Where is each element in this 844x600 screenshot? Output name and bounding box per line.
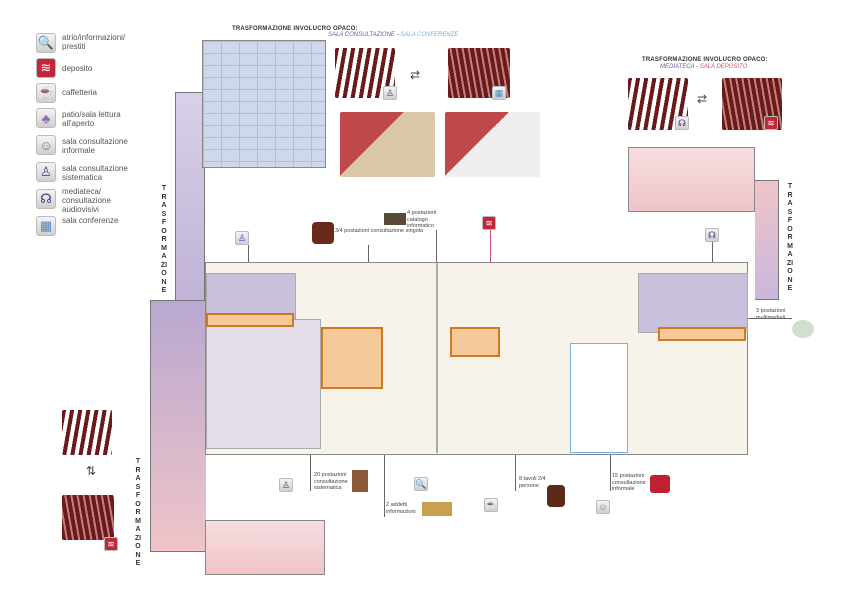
- cafeteria-service: [450, 327, 500, 357]
- legend-label: caffetteria: [62, 88, 97, 97]
- transform-band-bottom-left: [150, 300, 206, 552]
- sep: -: [694, 64, 700, 70]
- info-desk-photo: [422, 502, 452, 516]
- study-booths: [206, 313, 294, 327]
- conference-room-plan: [202, 40, 326, 168]
- leader-line: [310, 455, 311, 491]
- info-desk-room: [321, 327, 383, 389]
- note-systematic: 20 postazioni consultazione sistematica: [314, 472, 348, 491]
- from-label: SALA CONSULTAZIONE: [328, 32, 395, 38]
- sofa-photo: [650, 475, 670, 493]
- stack-icon: ≋: [104, 537, 118, 551]
- swap-arrows-icon: ⇄: [410, 68, 421, 82]
- coffee-cup-icon: ☕: [36, 83, 56, 103]
- leader-line: [610, 455, 611, 491]
- headphones-icon: ☊: [36, 189, 56, 209]
- to-label: SALA DEPOSITO: [699, 64, 748, 70]
- stack-icon: ≋: [482, 216, 496, 230]
- audience-icon: ▦: [492, 86, 506, 100]
- deposit-plan: [628, 147, 755, 212]
- right-transform-subtitle: MEDIATECA - SALA DEPOSITO: [660, 64, 747, 70]
- legend-label: mediateca/ consultazione audiovisivi: [62, 187, 111, 214]
- audience-icon: ▦: [36, 216, 56, 236]
- coffee-cup-icon: ☕: [484, 498, 498, 512]
- leader-line: [490, 230, 491, 262]
- leader-line: [748, 318, 792, 319]
- leader-line: [248, 245, 249, 262]
- to-label: SALA CONFERENZE: [400, 32, 459, 38]
- legend-label: deposito: [62, 64, 93, 73]
- legend-label: patio/sala lettura all'aperto: [62, 110, 121, 128]
- leader-line: [515, 455, 516, 491]
- note-info-staff: 2 addetti informazioni: [386, 502, 416, 515]
- multimedia-booths: [658, 327, 746, 341]
- vertical-label-bottom: TRASFORMAZIONE: [134, 458, 142, 567]
- leader-line: [384, 455, 385, 517]
- systematic-reading-zone: [206, 319, 321, 449]
- person-reading-photo: [312, 222, 334, 244]
- legend-label: sala consultazione sistematica: [62, 164, 128, 182]
- reader-icon: ☺: [36, 135, 56, 155]
- magnifier-icon: 🔍: [36, 33, 56, 53]
- headphones-icon: ☊: [675, 116, 689, 130]
- note-informal: 15 postazioni consultazione informale: [612, 473, 646, 492]
- headphones-icon: ☊: [705, 228, 719, 242]
- note-catalog: 4 postazioni catalogo informatico: [407, 210, 437, 229]
- desk-worker-icon: ♙: [383, 86, 397, 100]
- leader-line: [712, 242, 713, 262]
- right-transform-title: TRASFORMAZIONE INVOLUCRO OPACO:: [642, 57, 768, 63]
- stack-icon: ≋: [764, 116, 778, 130]
- partition: [436, 263, 438, 453]
- catalog-photo: [384, 213, 406, 225]
- multimedia-photo: [792, 320, 814, 338]
- vertical-arrows-icon: ⇅: [86, 464, 97, 478]
- note-multimedia: 3 postazioni multimediali: [756, 308, 786, 321]
- desk-worker-icon: ♙: [235, 231, 249, 245]
- sep: -: [394, 32, 401, 38]
- legend-label: sala conferenze: [62, 216, 119, 225]
- mediateca-right-zone: [638, 273, 748, 333]
- vertical-label-left: TRASFORMAZIONE: [160, 185, 168, 294]
- envelope-open-render: [62, 410, 112, 455]
- swap-arrows-icon: ⇄: [697, 92, 708, 106]
- stack-icon: ≋: [36, 58, 56, 78]
- transform-band-right: [755, 180, 779, 300]
- reading-room-render: [340, 112, 435, 177]
- magnifier-icon: 🔍: [414, 477, 428, 491]
- desk-worker-icon: ♙: [36, 162, 56, 182]
- top-transform-subtitle: SALA CONSULTAZIONE - SALA CONFERENZE: [328, 32, 458, 38]
- from-label: MEDIATECA: [660, 64, 695, 70]
- note-single-stations: 3/4 postazioni consultazione singola: [335, 228, 424, 234]
- tree-icon: ♣: [36, 108, 56, 128]
- envelope-closed-render: [62, 495, 114, 540]
- bottom-plan: [205, 520, 325, 575]
- table-people-photo: [547, 485, 565, 507]
- top-transform-title: TRASFORMAZIONE INVOLUCRO OPACO:: [232, 26, 358, 32]
- desk-worker-icon: ♙: [279, 478, 293, 492]
- vertical-label-right: TRASFORMAZIONE: [786, 183, 794, 292]
- main-floor-plan: [205, 262, 748, 455]
- mediateca-zone: [206, 273, 296, 319]
- leader-line: [436, 230, 437, 262]
- conference-render: [445, 112, 540, 177]
- legend-label: atrio/informazioni/ prestiti: [62, 33, 126, 51]
- student-photo: [352, 470, 368, 492]
- legend-label: sala consultazione informale: [62, 137, 128, 155]
- leader-line: [368, 245, 369, 262]
- informal-reading-zone: [570, 343, 628, 453]
- note-tables: 8 tavoli 2/4 persone: [519, 476, 546, 489]
- reader-icon: ☺: [596, 500, 610, 514]
